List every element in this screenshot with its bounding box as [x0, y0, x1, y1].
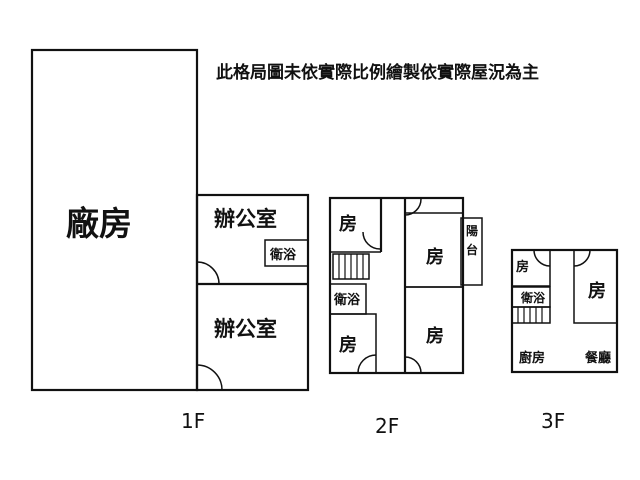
bathroom-1f — [264, 239, 309, 267]
room-3f-right — [573, 250, 617, 324]
door-arc-3f-left — [533, 249, 551, 267]
floor-3f-plan: 房 房 衛浴 廚房 餐廳 3F — [510, 248, 619, 433]
door-arc-2f-top-left — [362, 231, 381, 250]
staircase-3f — [511, 306, 551, 324]
floor-1f-plan: 廠房 辦公室 衛浴 辦公室 1F — [30, 48, 310, 433]
room-label-2f-center-bottom: 房 — [426, 325, 444, 347]
room-label-3f-dining: 餐廳 — [584, 350, 611, 366]
room-label-3f-bath: 衛浴 — [520, 290, 546, 305]
floor-label-1f: 1F — [181, 409, 205, 433]
scale-disclaimer-notice: 此格局圖未依實際比例繪製依實際屋況為主 — [216, 62, 539, 83]
room-label-2f-bottom-left: 房 — [339, 334, 357, 356]
room-label-office-lower: 辦公室 — [214, 317, 277, 341]
room-label-factory: 廠房 — [66, 204, 132, 243]
room-label-3f-left: 房 — [516, 259, 529, 275]
room-2f-bottom-left — [329, 313, 377, 374]
door-arc-office-lower — [196, 364, 223, 391]
room-label-2f-bath: 衛浴 — [333, 292, 361, 308]
door-arc-2f-center-top — [404, 198, 422, 216]
room-label-bath-1f: 衛浴 — [269, 247, 297, 263]
room-label-2f-balcony-char2: 台 — [466, 242, 478, 257]
balcony-2f — [460, 217, 483, 286]
staircase-2f — [332, 253, 370, 280]
room-label-3f-right: 房 — [588, 280, 606, 302]
door-arc-2f-bottom-left — [357, 354, 377, 374]
floor-2f-plan: 房 房 陽 台 衛浴 房 房 2F — [328, 196, 483, 438]
door-arc-office-upper — [196, 261, 220, 285]
floor-label-3f: 3F — [541, 409, 565, 433]
floor-label-2f: 2F — [375, 414, 399, 438]
room-label-2f-balcony-char1: 陽 — [466, 224, 478, 238]
office-block — [195, 193, 310, 392]
room-label-office-upper: 辦公室 — [214, 207, 277, 231]
room-label-2f-center-top: 房 — [426, 246, 444, 268]
room-label-3f-kitchen: 廚房 — [519, 350, 545, 366]
door-arc-2f-center-bottom — [404, 356, 422, 374]
room-label-2f-top-left: 房 — [339, 213, 357, 235]
room-3f-left — [511, 249, 551, 287]
door-arc-3f-right — [573, 249, 591, 267]
